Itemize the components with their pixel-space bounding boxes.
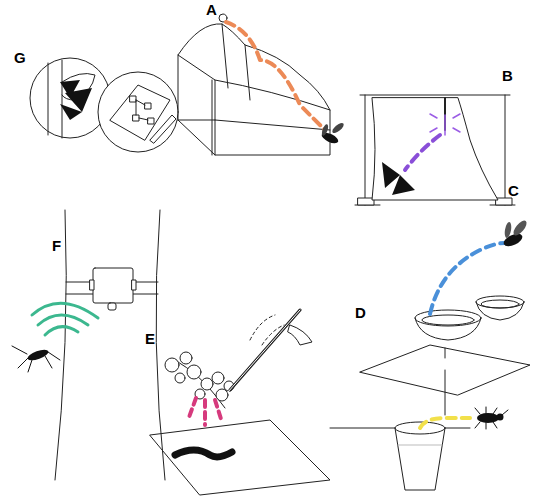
panel-letter: G [14,50,26,65]
panel-letter: C [508,183,519,198]
malaise-trap [178,14,345,155]
panel-letter: A [206,2,217,17]
pan-traps [415,219,529,340]
acoustic-sensor [12,210,165,480]
observation-notes [30,58,178,152]
panel-letter: E [145,331,155,346]
panel-letter: B [502,68,513,83]
light-trap [355,95,515,205]
pitfall-trap [330,345,530,490]
panel-letter: D [355,305,366,320]
panel-letter: F [52,238,61,253]
beating-sheet [150,310,330,495]
